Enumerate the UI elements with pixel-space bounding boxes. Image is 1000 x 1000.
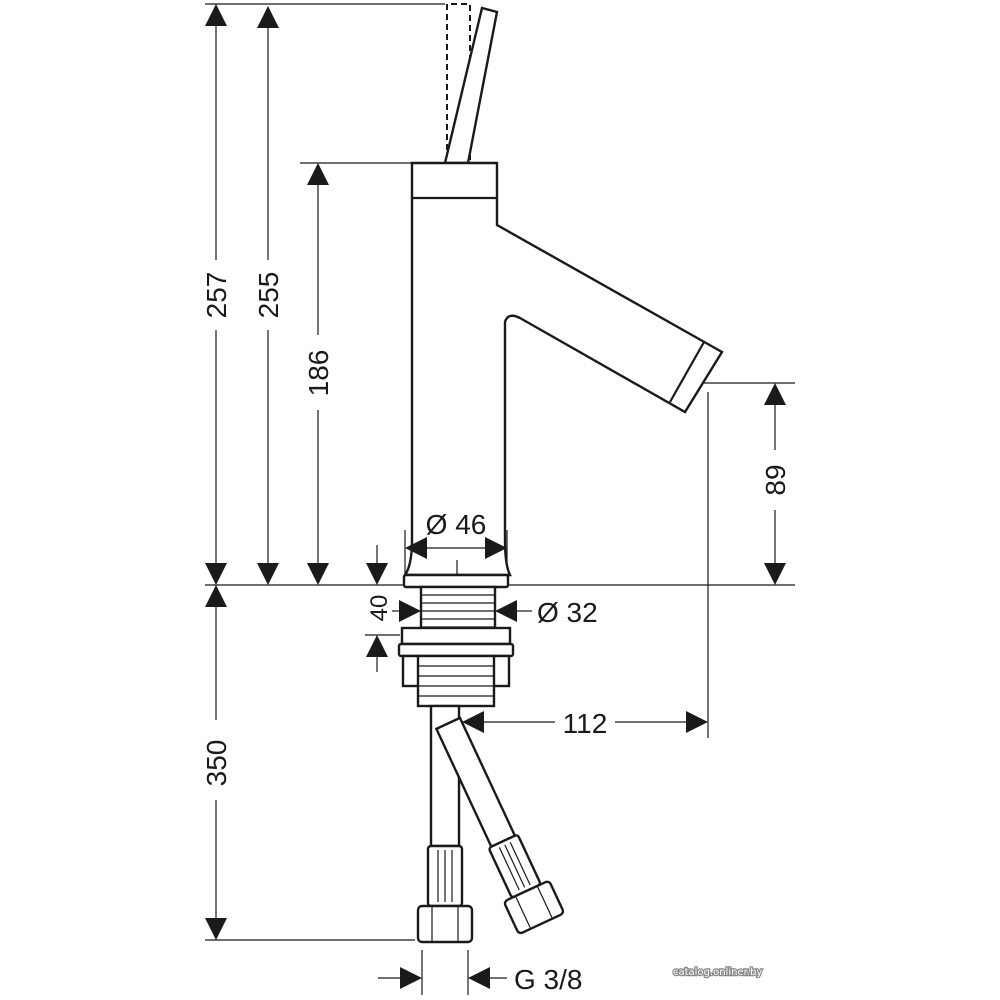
dim-186-label: 186 <box>303 350 334 397</box>
dimension-g38: G 3/8 <box>378 964 582 995</box>
dimension-40: 40 <box>366 545 393 672</box>
dimension-89: 89 <box>760 383 791 585</box>
dimension-255: 255 <box>253 6 284 585</box>
dimension-257: 257 <box>201 4 232 585</box>
dimension-112: 112 <box>462 708 708 739</box>
dim-d32-label: Ø 32 <box>537 597 598 628</box>
dim-g38-label: G 3/8 <box>514 964 582 995</box>
dimension-d32: Ø 32 <box>392 597 598 628</box>
dim-255-label: 255 <box>253 272 284 319</box>
dim-89-label: 89 <box>760 464 791 495</box>
dim-257-label: 257 <box>201 272 232 319</box>
dimension-d46: Ø 46 <box>405 509 507 559</box>
watermark: catalog.onliner.by <box>673 967 762 978</box>
dim-d46-label: Ø 46 <box>426 509 487 540</box>
dim-350-label: 350 <box>201 740 232 787</box>
faucet-body <box>402 161 724 710</box>
supply-hose-angled <box>434 716 565 935</box>
lever <box>443 3 499 165</box>
dimension-186: 186 <box>303 163 334 585</box>
dim-112-label: 112 <box>563 708 608 739</box>
dim-40-label: 40 <box>366 595 393 622</box>
dimension-350: 350 <box>201 585 232 940</box>
mounting-shank <box>397 573 515 708</box>
